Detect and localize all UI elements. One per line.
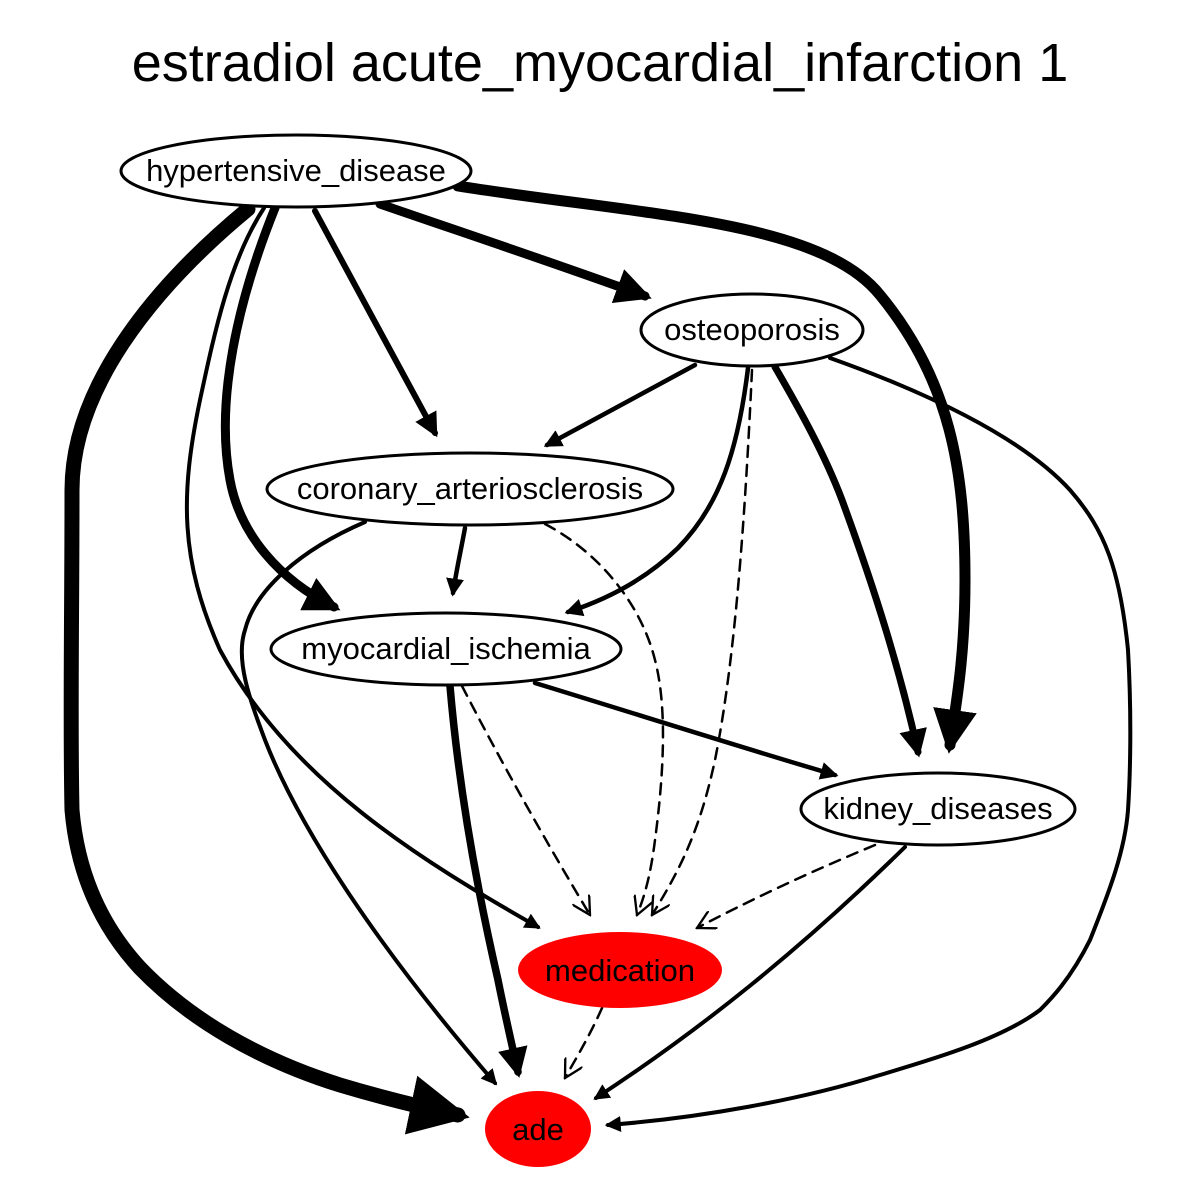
- edge-ischemia-kidney: [532, 680, 839, 780]
- node-label-ade: ade: [512, 1112, 564, 1147]
- edge-hypertensive-osteoporosis: [375, 199, 652, 304]
- node-kidney-diseases: kidney_diseases: [799, 771, 1077, 847]
- edge-kidney-medication: [697, 843, 877, 928]
- edge-ischemia-medication: [460, 684, 590, 915]
- node-label-myocardial-ischemia: myocardial_ischemia: [301, 631, 591, 666]
- edge-hypertensive-coronary: [312, 208, 438, 438]
- page-title: estradiol acute_myocardial_infarction 1: [131, 33, 1069, 93]
- edge-medication-ade: [563, 1006, 604, 1078]
- edge-osteoporosis-ischemia: [564, 365, 751, 617]
- node-hypertensive-disease: hypertensive_disease: [119, 133, 473, 209]
- edges: [63, 180, 1133, 1135]
- edge-hypertensive-kidney: [452, 180, 977, 754]
- node-myocardial-ischemia: myocardial_ischemia: [269, 611, 623, 687]
- edge-ischemia-ade: [446, 682, 528, 1078]
- edge-coronary-ischemia: [446, 525, 468, 597]
- edge-osteoporosis-ade: [604, 356, 1133, 1133]
- node-label-medication: medication: [545, 953, 695, 988]
- edge-coronary-ade: [239, 520, 498, 1086]
- node-osteoporosis: osteoporosis: [639, 292, 865, 368]
- edge-osteoporosis-kidney: [771, 363, 927, 758]
- edge-osteoporosis-medication: [652, 368, 754, 915]
- edge-osteoporosis-coronary: [543, 362, 698, 448]
- node-medication: medication: [518, 932, 722, 1008]
- edge-kidney-ade: [593, 845, 907, 1100]
- node-label-coronary-arteriosclerosis: coronary_arteriosclerosis: [297, 471, 643, 506]
- node-label-kidney-diseases: kidney_diseases: [823, 791, 1052, 826]
- edge-coronary-medication: [543, 522, 665, 915]
- edge-hypertensive-medication: [184, 206, 541, 929]
- node-label-hypertensive-disease: hypertensive_disease: [146, 153, 446, 188]
- node-label-osteoporosis: osteoporosis: [664, 312, 840, 347]
- node-coronary-arteriosclerosis: coronary_arteriosclerosis: [265, 451, 675, 527]
- edge-hypertensive-ade: [63, 201, 470, 1135]
- node-ade: ade: [485, 1091, 591, 1167]
